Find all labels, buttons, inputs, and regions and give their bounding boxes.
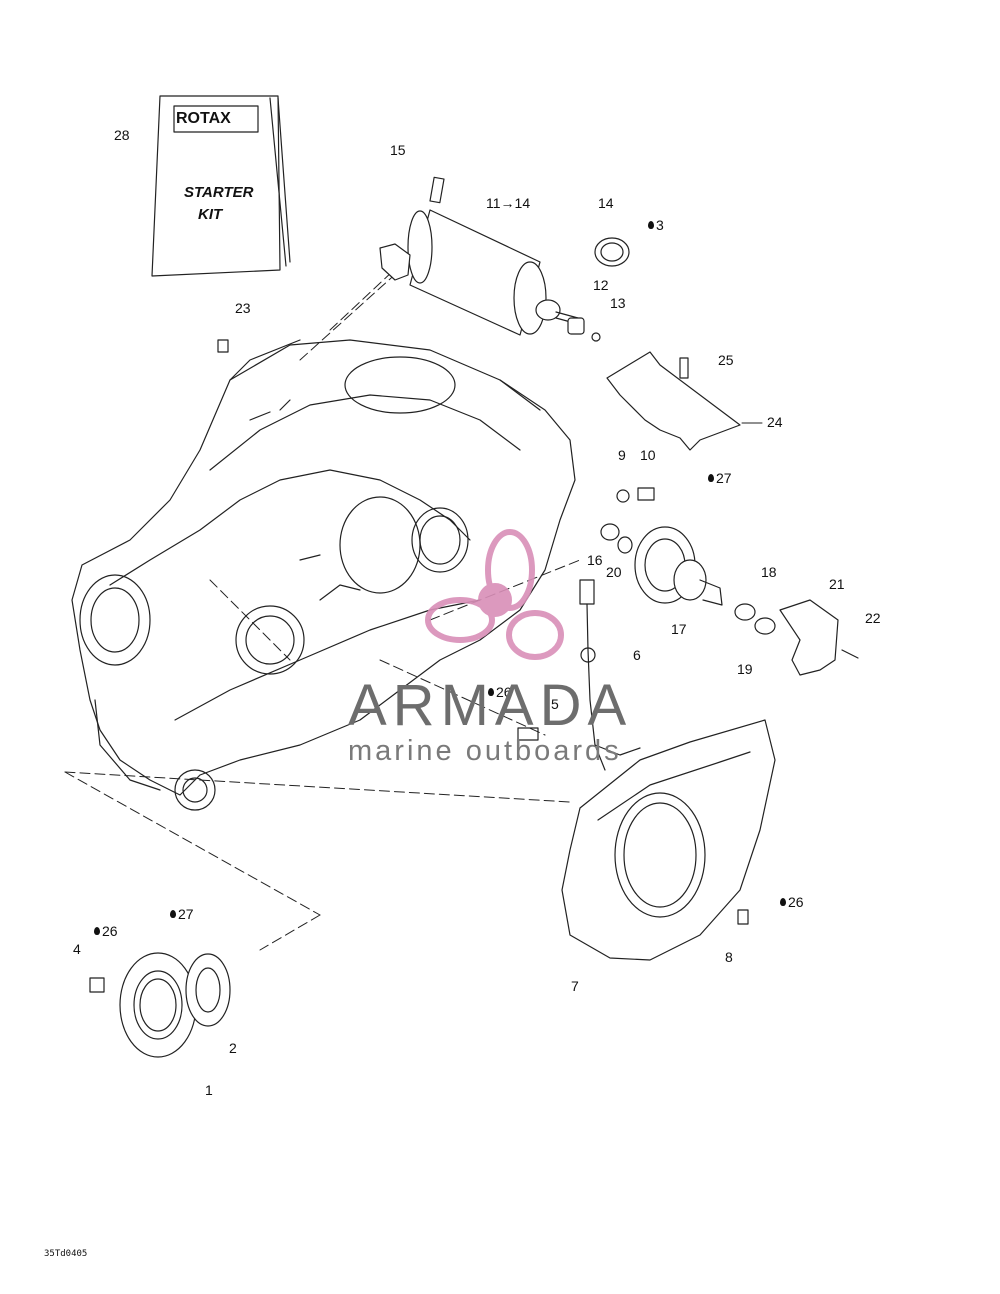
callout-27-gear: 27 [708, 471, 732, 485]
screw-4 [89, 977, 105, 993]
callout-13: 13 [610, 295, 626, 311]
callout-8: 8 [725, 949, 733, 965]
callout-4: 4 [73, 941, 81, 957]
callout-18: 18 [761, 564, 777, 580]
callout-10: 10 [640, 447, 656, 463]
washer-19 [754, 617, 776, 635]
starter-motor [379, 176, 579, 336]
callout-26-screw: 26 [94, 924, 118, 938]
callout-6: 6 [633, 647, 641, 663]
oil-drop-icon [708, 474, 714, 482]
callout-15: 15 [390, 142, 406, 158]
oil-seal [119, 952, 197, 1058]
starter-cover [606, 351, 741, 451]
callout-3: 3 [648, 218, 664, 232]
callout-2: 2 [229, 1040, 237, 1056]
callout-23: 23 [235, 300, 251, 316]
callout-26-bolt: 26 [488, 685, 512, 699]
oil-drop-icon [170, 910, 176, 918]
kit-title-line2: KIT [198, 206, 223, 223]
callout-5: 5 [551, 696, 559, 712]
drawing-code: 35Td0405 [44, 1249, 88, 1259]
oil-drop-icon [780, 898, 786, 906]
washer-9 [616, 489, 630, 503]
o-ring [594, 237, 630, 267]
oil-drop-icon [94, 927, 100, 935]
crankcase-housing [71, 339, 576, 811]
callout-25: 25 [718, 352, 734, 368]
callout-16: 16 [587, 552, 603, 568]
callout-17: 17 [671, 621, 687, 637]
callout-9: 9 [618, 447, 626, 463]
watermark-title: ARMADA [348, 673, 633, 738]
sensor-wire [579, 579, 641, 771]
callout-12: 12 [593, 277, 609, 293]
callout-27-seal: 27 [170, 907, 194, 921]
armada-propeller-logo [425, 529, 564, 660]
callout-26-cover: 26 [780, 895, 804, 909]
housing-cover [561, 719, 776, 961]
callout-14: 14 [598, 195, 614, 211]
callout-24: 24 [767, 414, 783, 430]
bolt-5 [517, 727, 539, 741]
support-bracket [779, 599, 859, 676]
watermark-subtitle: marine outboards [348, 735, 622, 767]
washer-18 [734, 603, 756, 621]
callout-11-14: 11→14 [486, 195, 531, 211]
drive-gear [600, 523, 723, 606]
callout-21: 21 [829, 576, 845, 592]
oil-drop-icon [648, 221, 654, 229]
callout-7: 7 [571, 978, 579, 994]
rotax-logo-text: ROTAX [176, 110, 231, 127]
seal-flange [185, 953, 231, 1027]
callout-22: 22 [865, 610, 881, 626]
screw-23 [217, 339, 229, 353]
oil-drop-icon [488, 688, 494, 696]
callout-20: 20 [606, 564, 622, 580]
bolt-10 [637, 487, 655, 501]
callout-28: 28 [114, 127, 130, 143]
pinion-gear [567, 317, 601, 342]
callout-19: 19 [737, 661, 753, 677]
kit-title-line1: STARTER [184, 184, 254, 201]
starter-kit-booklet [151, 95, 291, 277]
callout-1: 1 [205, 1082, 213, 1098]
